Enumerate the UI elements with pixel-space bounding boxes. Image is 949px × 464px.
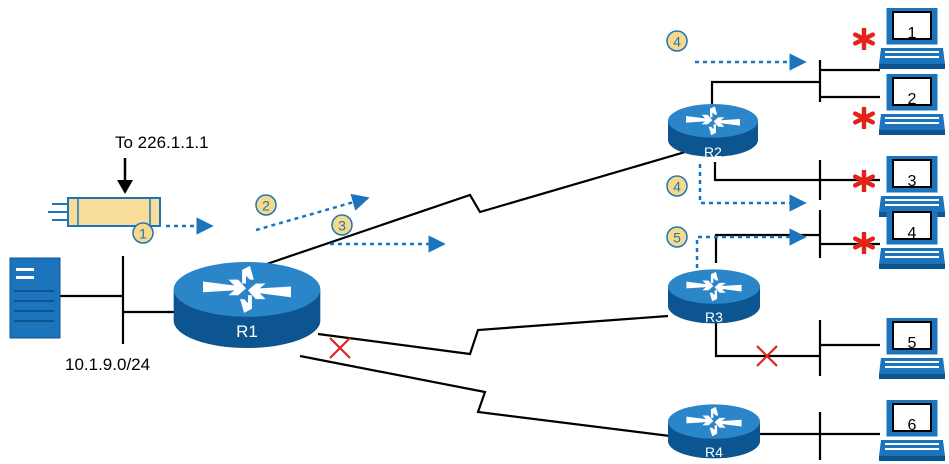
svg-text:1: 1 [139, 226, 147, 242]
router-r1: R1 [173, 262, 321, 349]
pc-host-1-label: 1 [908, 25, 917, 42]
svg-text:3: 3 [338, 218, 346, 234]
router-r3: R3 [668, 269, 760, 325]
lan-segment-r3-bottom [714, 320, 880, 376]
link-r1-r3 [317, 314, 669, 356]
svg-text:2: 2 [262, 198, 270, 214]
step-badge-5: 5 [666, 226, 688, 248]
pc-host-6: 6 [879, 400, 945, 462]
pruned-x-icon-r3-lan [756, 345, 778, 367]
router-r4-label: R4 [705, 444, 723, 460]
pc-host-2-label: 2 [908, 91, 917, 108]
receiver-star-icon-host-1 [855, 29, 873, 49]
lan-segment-r4 [760, 412, 880, 460]
pc-host-1: 1 [879, 8, 945, 70]
link-r1-r4 [299, 354, 671, 438]
svg-text:4: 4 [673, 179, 681, 195]
svg-text:5: 5 [673, 230, 681, 246]
pc-host-5: 5 [879, 318, 945, 380]
step-badge-3: 3 [331, 214, 353, 236]
step-badge-1: 1 [132, 222, 154, 244]
router-r1-label: R1 [236, 322, 258, 341]
subnet-label: 10.1.9.0/24 [65, 355, 150, 374]
flow-arrow-2 [255, 193, 370, 232]
multicast-packet [48, 197, 161, 227]
pc-host-2: 2 [879, 74, 945, 136]
step-badge-4-top: 4 [666, 30, 688, 52]
receiver-star-icon-host-2 [855, 108, 873, 128]
pc-host-6-label: 6 [908, 417, 917, 434]
router-r4: R4 [668, 404, 760, 460]
link-r1-r2 [254, 148, 693, 270]
step-badge-4-bottom: 4 [666, 175, 688, 197]
lan-segment-left [60, 256, 175, 344]
lan-segment-r2-bottom [713, 160, 880, 200]
step-badge-2: 2 [255, 194, 277, 216]
down-arrow [117, 158, 133, 194]
router-r3-label: R3 [705, 309, 723, 325]
pruned-x-icon-r1-r4 [329, 337, 351, 359]
destination-label: To 226.1.1.1 [115, 133, 209, 152]
pc-host-4: 4 [879, 208, 945, 270]
svg-text:4: 4 [673, 34, 681, 50]
pc-host-3-label: 3 [908, 173, 917, 190]
flow-arrow-5 [695, 228, 807, 268]
router-r2: R2 [668, 104, 758, 160]
pc-host-5-label: 5 [908, 335, 917, 352]
lan-segment-r2-top [710, 60, 880, 111]
server-icon [9, 257, 61, 339]
pc-host-4-label: 4 [908, 225, 917, 242]
router-r2-label: R2 [704, 144, 722, 160]
pc-host-3: 3 [879, 156, 945, 218]
